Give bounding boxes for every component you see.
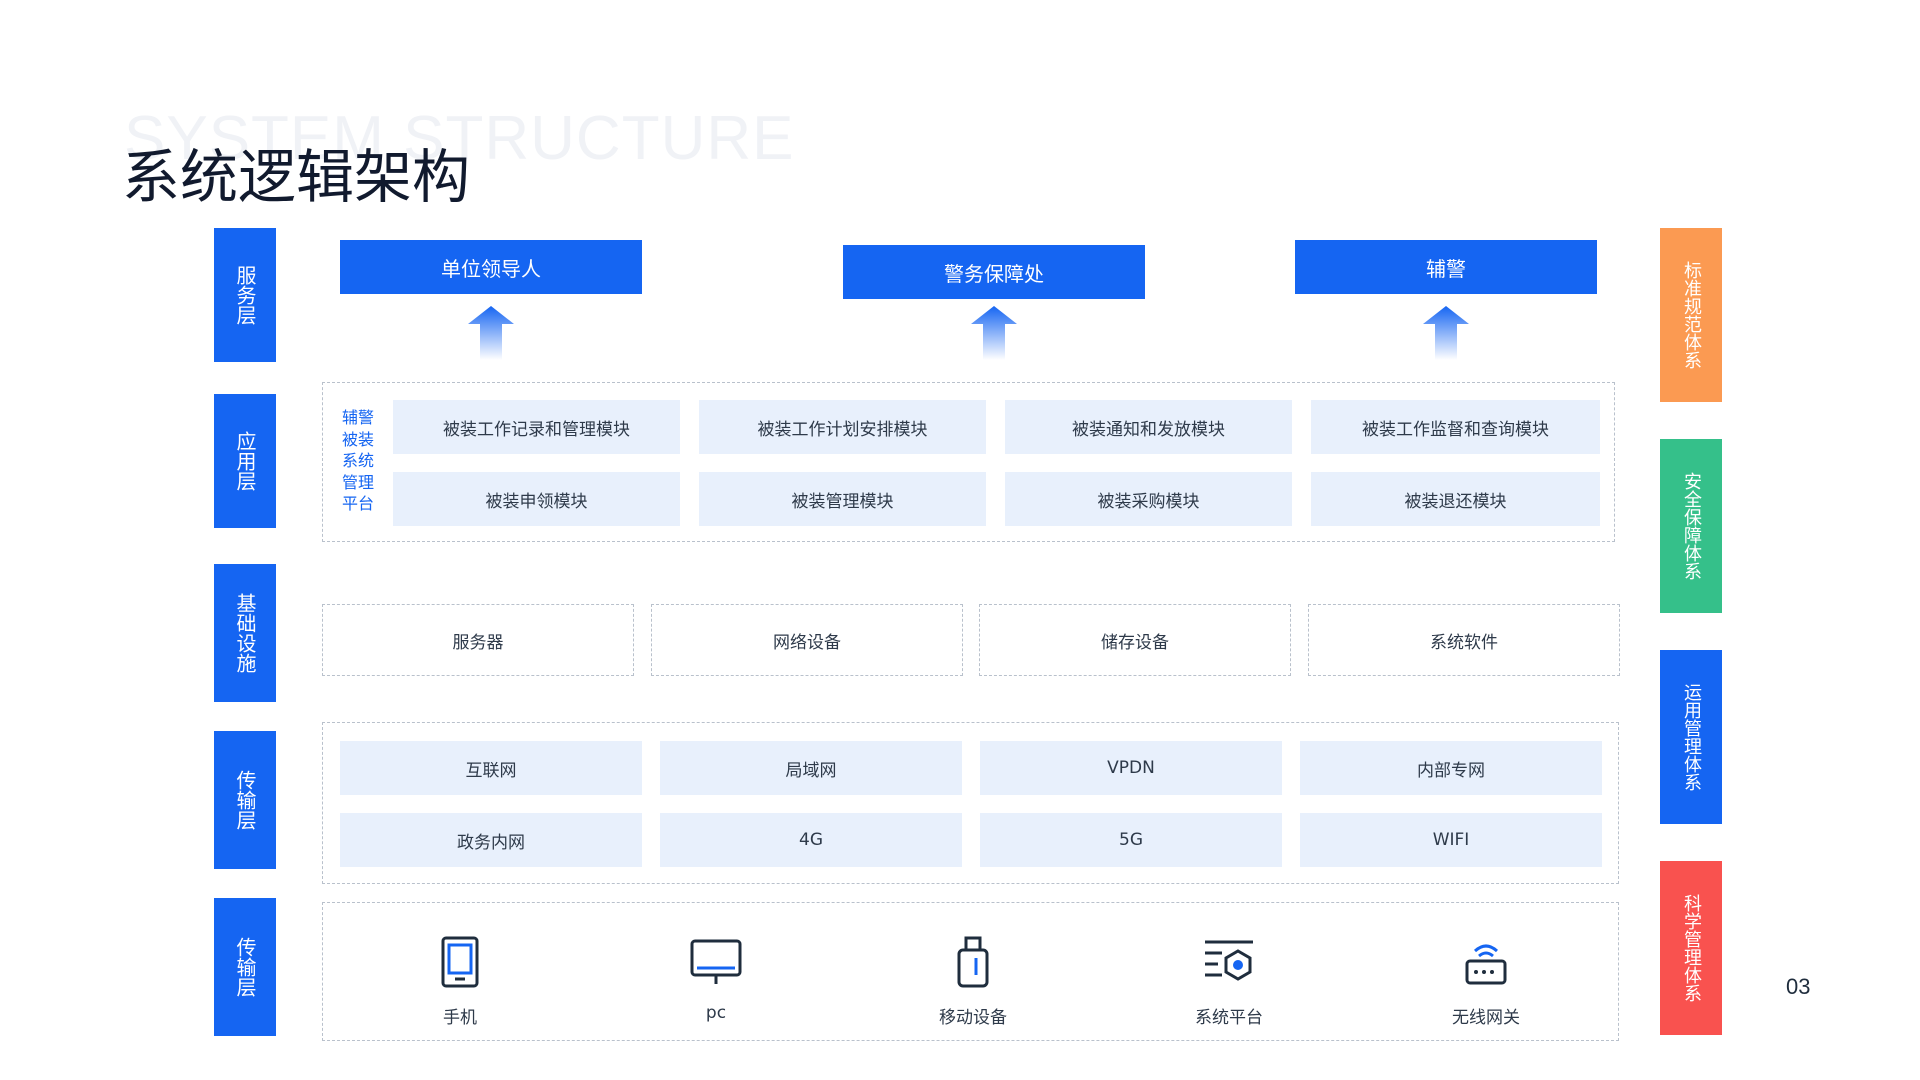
module-box: 被装管理模块 [699,472,986,526]
monitor-icon [690,939,742,984]
layer-label-transport-devices: 传输层 [214,898,276,1036]
service-box-auxiliary-police: 辅警 [1295,240,1597,294]
up-arrow-icon [971,306,1017,360]
platform-title: 辅警 被装 系统 管理 平台 [338,407,378,515]
device-item-mobile: 移动设备 [903,935,1043,1028]
system-label-text: 安全保障体系 [1681,472,1702,580]
network-box: 政务内网 [340,813,642,867]
service-box-unit-leader: 单位领导人 [340,240,642,294]
usb-drive-icon [957,936,989,988]
network-box: 局域网 [660,741,962,795]
module-box: 被装工作记录和管理模块 [393,400,680,454]
tablet-icon [441,936,479,988]
module-box: 被装退还模块 [1311,472,1600,526]
network-box: 5G [980,813,1282,867]
layer-label-text: 服务层 [233,265,257,325]
module-box: 被装申领模块 [393,472,680,526]
network-box: 内部专网 [1300,741,1602,795]
up-arrow-icon [1423,306,1469,360]
module-box: 被装工作监督和查询模块 [1311,400,1600,454]
platform-title-line: 系统 [341,451,374,470]
module-box: 被装采购模块 [1005,472,1292,526]
infrastructure-box: 储存设备 [979,604,1291,676]
layer-label-text: 传输层 [233,937,257,997]
device-label: pc [705,1003,727,1023]
module-box: 被装工作计划安排模块 [699,400,986,454]
layer-label-application: 应用层 [214,394,276,528]
platform-title-line: 管理 [341,472,374,492]
up-arrow-icon [468,306,514,360]
device-item-platform: 系统平台 [1159,935,1299,1028]
system-label-text: 科学管理体系 [1681,894,1702,1002]
title-english-watermark: SYSTEM STRUCTURE [124,104,795,173]
device-label: 手机 [443,1008,477,1028]
page-number: 03 [1786,974,1811,999]
system-label-standards: 标准规范体系 [1660,228,1722,402]
layer-label-text: 应用层 [233,431,257,491]
service-box-police-support: 警务保障处 [843,245,1145,299]
layer-label-transport: 传输层 [214,731,276,869]
device-item-pc: pc [646,935,786,1023]
platform-settings-icon [1205,940,1253,981]
layer-label-infrastructure: 基础设施 [214,564,276,702]
device-item-wireless-gateway: 无线网关 [1416,935,1556,1028]
platform-title-line: 辅警 [341,408,374,427]
device-container [322,902,1619,1041]
layer-label-text: 基础设施 [233,593,257,673]
system-label-text: 标准规范体系 [1681,261,1702,369]
network-box: VPDN [980,741,1282,795]
layer-label-text: 传输层 [233,770,257,830]
module-box: 被装通知和发放模块 [1005,400,1292,454]
network-box: WIFI [1300,813,1602,867]
system-label-security: 安全保障体系 [1660,439,1722,613]
infrastructure-box: 系统软件 [1308,604,1620,676]
infrastructure-box: 服务器 [322,604,634,676]
layer-label-service: 服务层 [214,228,276,362]
device-label: 系统平台 [1195,1008,1263,1028]
system-label-text: 运用管理体系 [1681,683,1702,791]
device-label: 无线网关 [1452,1008,1520,1028]
infrastructure-box: 网络设备 [651,604,963,676]
platform-title-line: 平台 [341,494,374,513]
platform-title-line: 被装 [341,429,374,449]
application-platform-container [322,382,1615,542]
device-label: 移动设备 [939,1008,1007,1028]
system-label-operations: 运用管理体系 [1660,650,1722,824]
network-box: 互联网 [340,741,642,795]
network-container [322,722,1619,884]
page-title: 系统逻辑架构 [122,143,471,211]
wifi-router-icon [1465,944,1507,985]
device-item-phone: 手机 [390,935,530,1028]
network-box: 4G [660,813,962,867]
system-label-science: 科学管理体系 [1660,861,1722,1035]
